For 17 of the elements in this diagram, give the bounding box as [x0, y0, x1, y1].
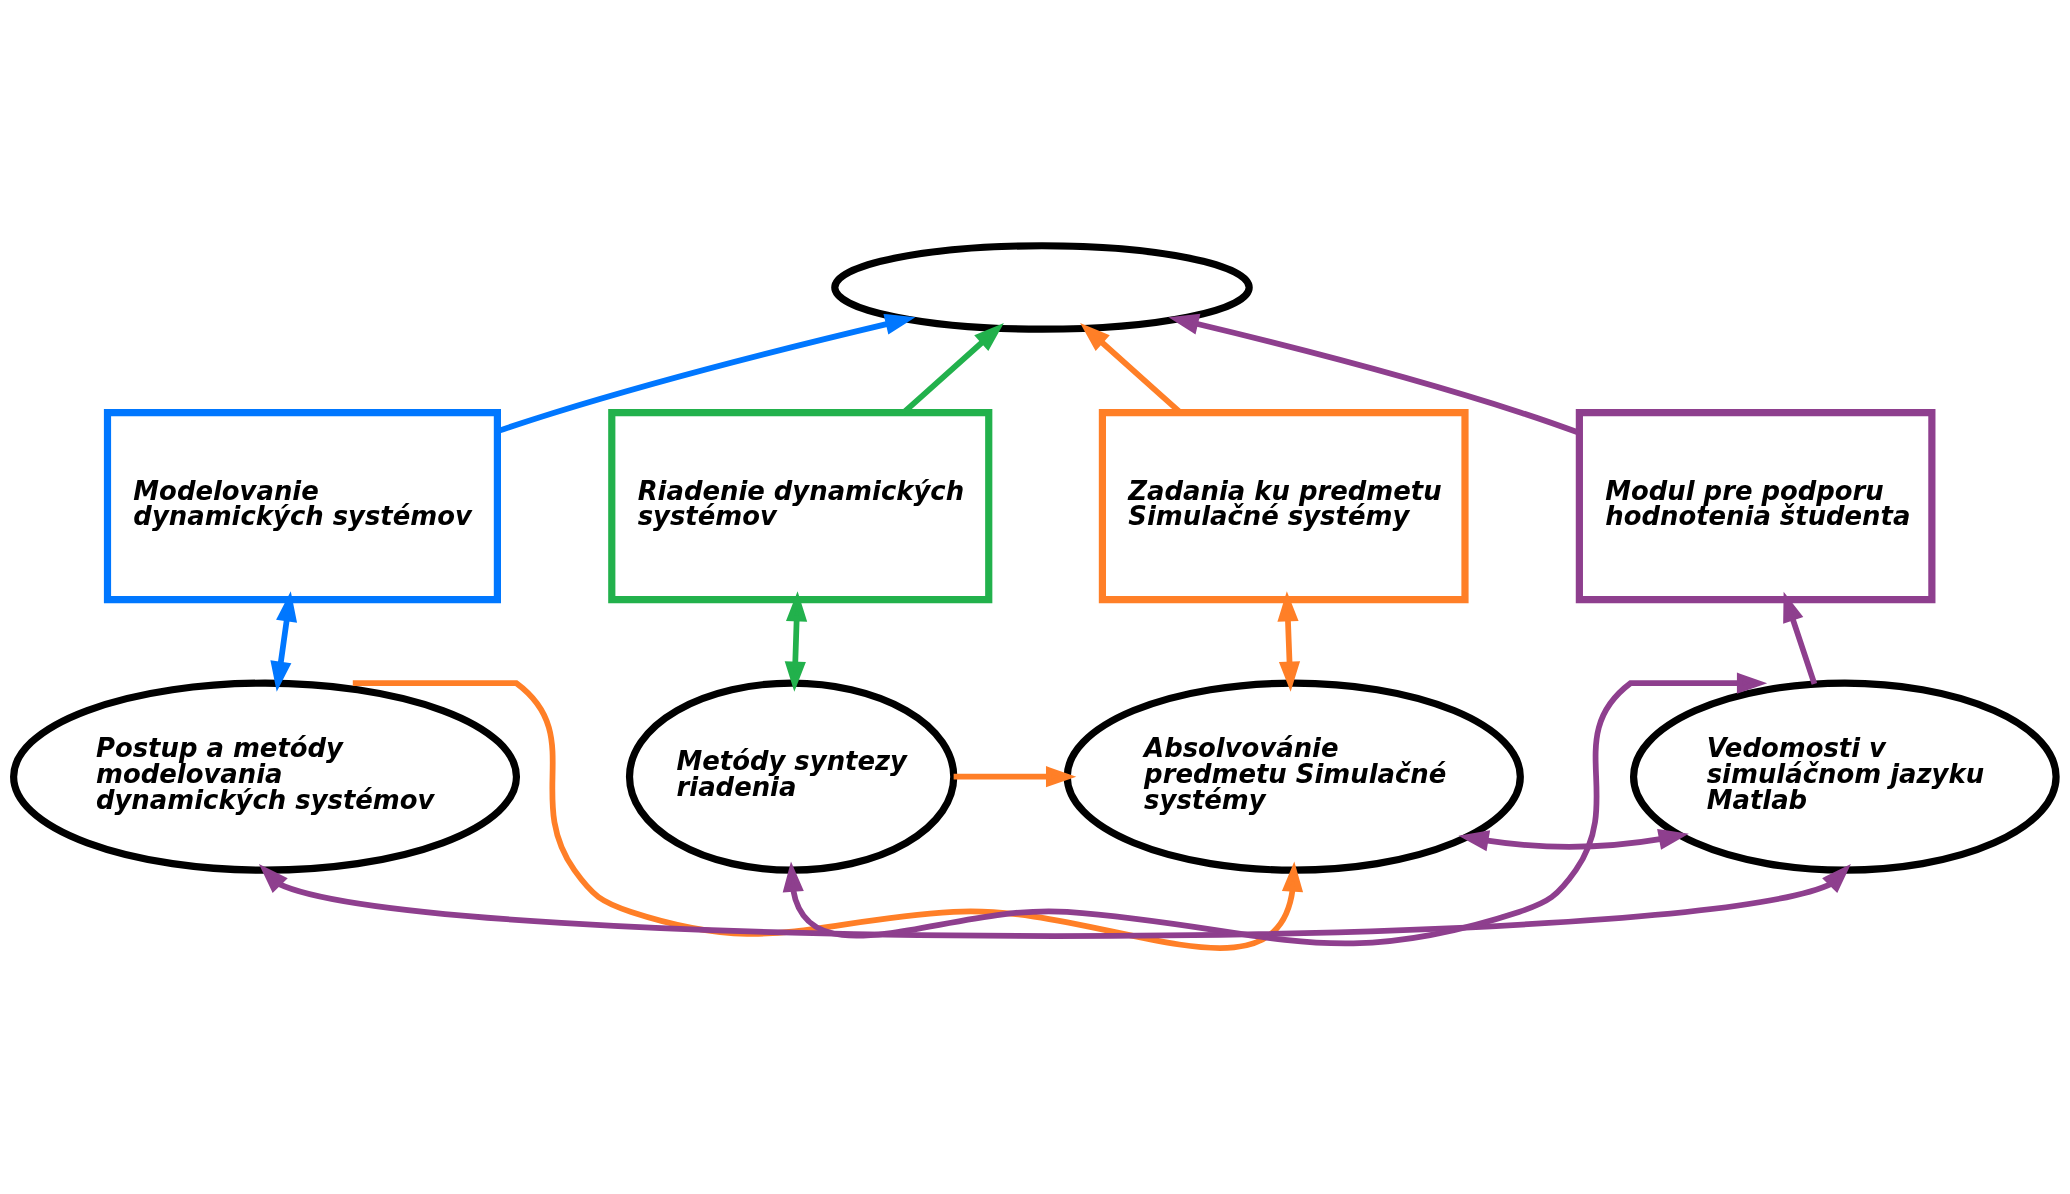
arrow — [784, 591, 808, 692]
node-ellipse: Metódy syntezy riadenia — [625, 679, 958, 874]
arrow — [270, 591, 298, 692]
arrow — [1277, 591, 1301, 692]
node-ellipse: Absolvovánie predmetu Simulačné systémy — [1063, 679, 1524, 874]
arrow — [258, 863, 1851, 939]
node-box: Modul pre podporu hodnotenia študenta — [1575, 409, 1936, 604]
arrow — [782, 672, 1768, 946]
arrow — [1783, 591, 1818, 685]
arrow — [1458, 829, 1689, 852]
arrow — [953, 766, 1077, 788]
node-box: Riadenie dynamických systémov — [608, 409, 993, 604]
node-ellipse: Vedomosti v simuláčnom jazyku Matlab — [1629, 679, 2060, 874]
node-ellipse: Postup a metódy modelovania dynamických systémov — [10, 679, 521, 874]
node-box: Zadania ku predmetu Simulačné systémy — [1098, 409, 1469, 604]
node-box: Modelovanie dynamických systémov — [103, 409, 501, 604]
arrow — [352, 680, 1304, 951]
